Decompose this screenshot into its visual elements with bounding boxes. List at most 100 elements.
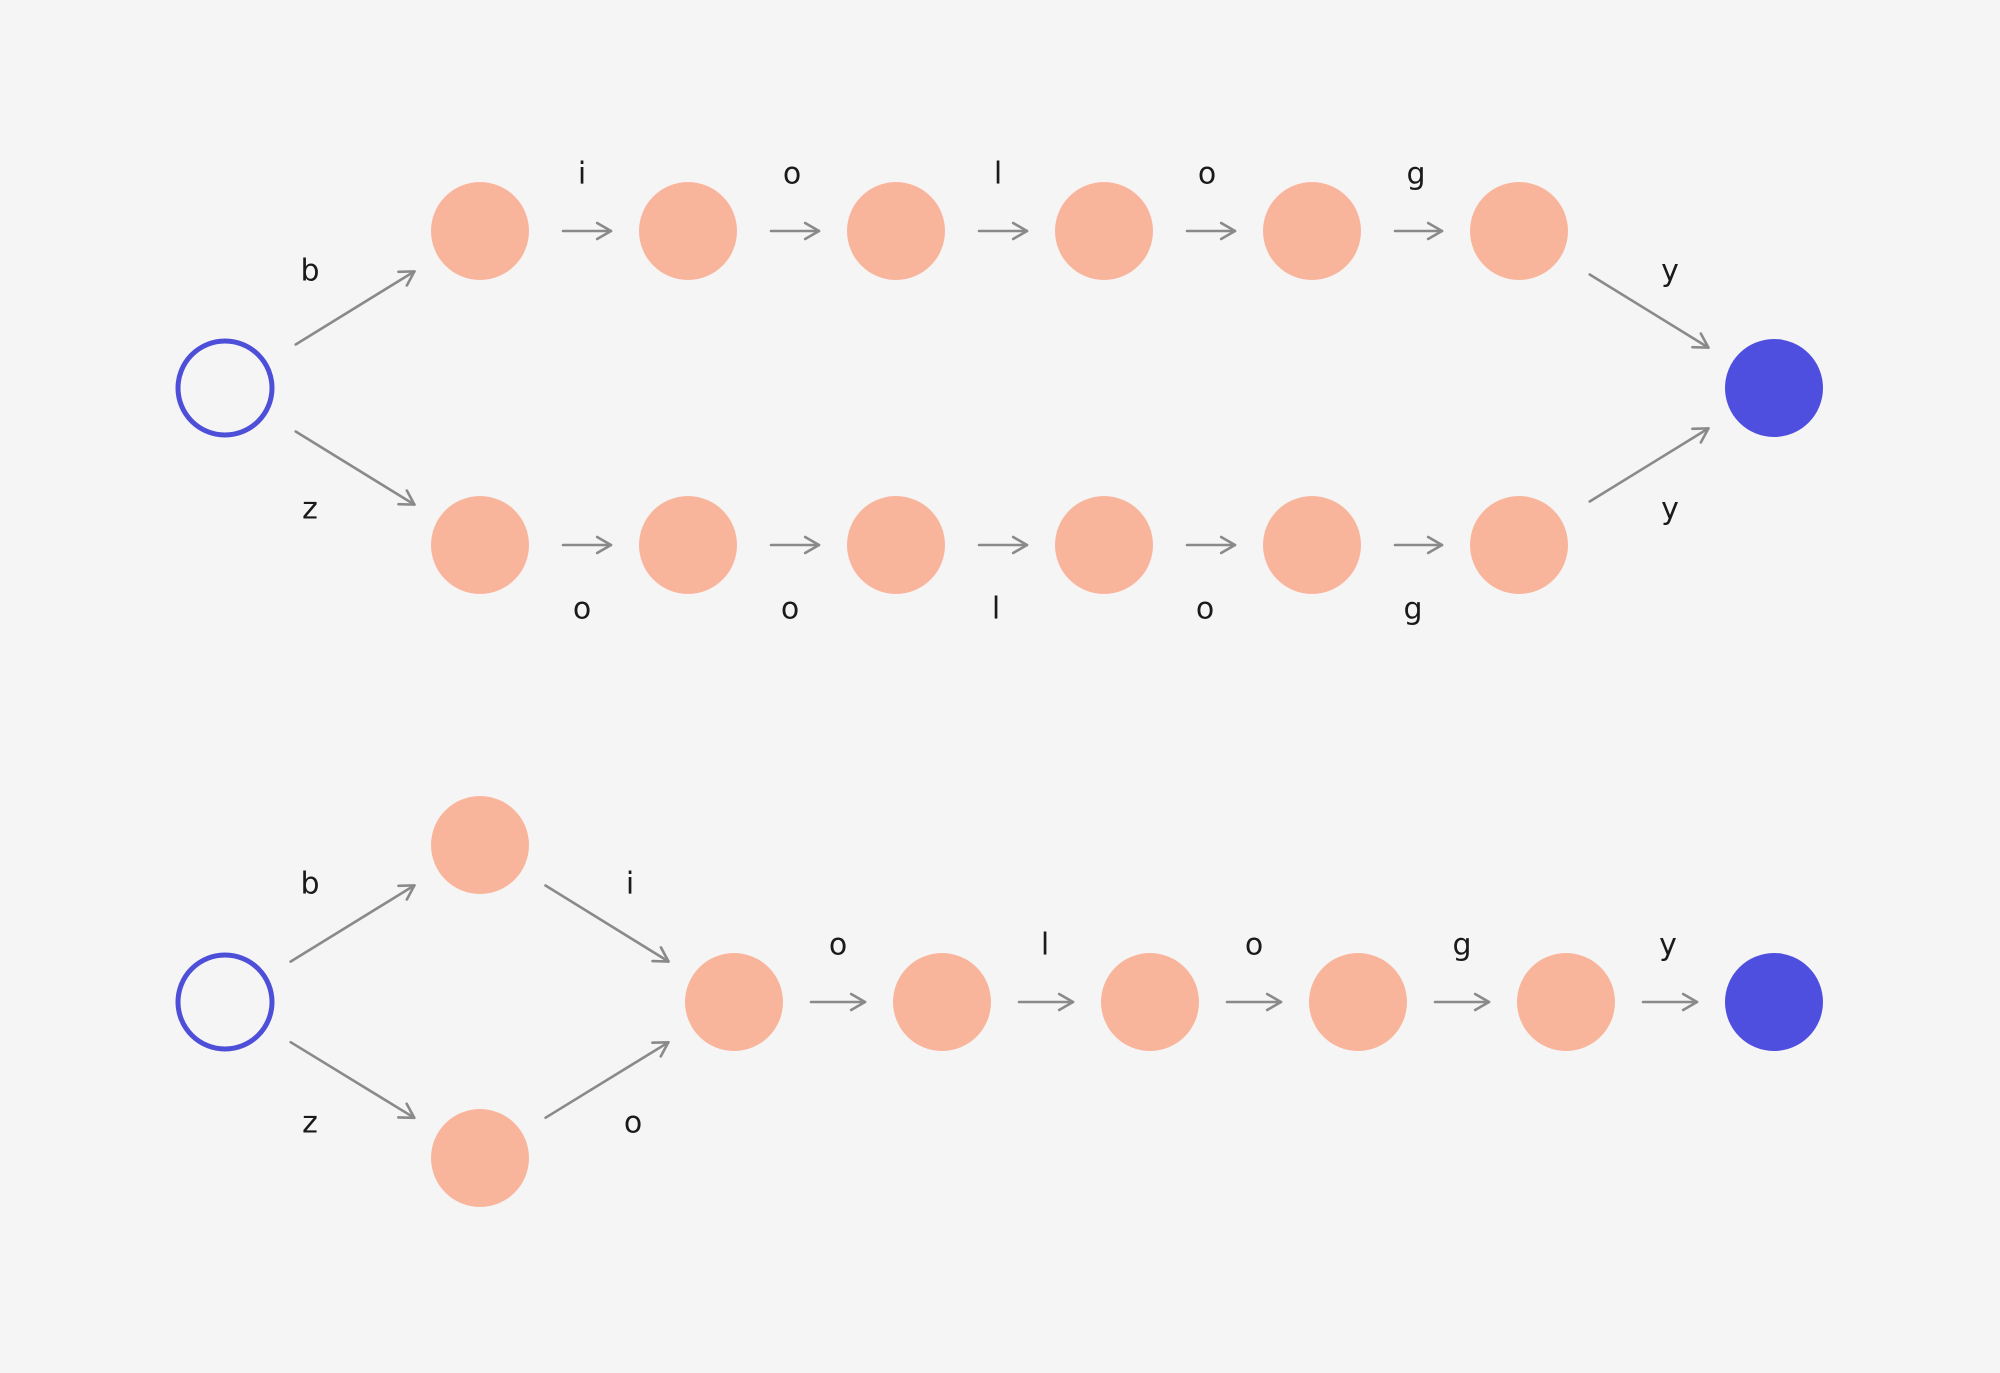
- state-node: [1055, 496, 1153, 594]
- transition-label: y: [1661, 492, 1679, 527]
- transition-arrow: [294, 270, 416, 346]
- transition-label: g: [1406, 157, 1425, 192]
- transition-label: y: [1661, 254, 1679, 289]
- transition-label: i: [578, 157, 586, 192]
- transition-label: l: [994, 157, 1002, 192]
- start-state: [175, 338, 275, 438]
- arrowhead-icon: [397, 489, 416, 506]
- transition-arrow: [977, 221, 1029, 241]
- transition-label: o: [573, 592, 591, 627]
- transition-label: o: [781, 592, 799, 627]
- transition-label: o: [783, 157, 801, 192]
- transition-line: [289, 884, 416, 963]
- state-node: [1517, 953, 1615, 1051]
- state-node: [847, 496, 945, 594]
- arrowhead-icon: [1219, 221, 1237, 241]
- transition-label: l: [992, 592, 1000, 627]
- arrowhead-icon: [1681, 992, 1699, 1012]
- transition-arrow: [294, 430, 416, 506]
- state-node: [639, 182, 737, 280]
- state-node: [847, 182, 945, 280]
- arrowhead-icon: [397, 270, 416, 287]
- transition-label: o: [1245, 928, 1263, 963]
- transition-label: o: [1196, 592, 1214, 627]
- arrowhead-icon: [397, 884, 416, 901]
- state-node: [431, 496, 529, 594]
- transitions-layer: [289, 221, 1710, 1120]
- arrowhead-icon: [595, 535, 613, 555]
- transition-label: y: [1659, 928, 1677, 963]
- arrowhead-icon: [1691, 332, 1710, 349]
- transition-arrow: [769, 221, 821, 241]
- start-state: [175, 952, 275, 1052]
- arrowhead-icon: [1691, 427, 1710, 444]
- transition-arrow: [1588, 427, 1710, 503]
- arrowhead-icon: [1426, 535, 1444, 555]
- transition-label: b: [300, 254, 319, 289]
- transition-line: [289, 1040, 416, 1120]
- transition-arrow: [1588, 273, 1710, 349]
- transition-arrow: [289, 1040, 416, 1120]
- transition-arrow: [1393, 535, 1444, 555]
- transition-arrow: [561, 535, 613, 555]
- transition-label: g: [1403, 592, 1422, 627]
- transition-label: z: [302, 492, 318, 527]
- transition-arrow: [1185, 535, 1237, 555]
- state-node: [639, 496, 737, 594]
- state-node: [1470, 496, 1568, 594]
- state-node: [1263, 496, 1361, 594]
- transition-label: z: [302, 1106, 318, 1141]
- arrowhead-icon: [595, 221, 613, 241]
- transition-line: [544, 884, 670, 963]
- state-node: [431, 796, 529, 894]
- arrowhead-icon: [1426, 221, 1444, 241]
- state-node: [1101, 953, 1199, 1051]
- states-layer: [175, 182, 1823, 1207]
- accept-state: [1725, 339, 1823, 437]
- transition-arrow: [1185, 221, 1237, 241]
- transition-arrow: [1017, 992, 1075, 1012]
- arrowhead-icon: [1473, 992, 1491, 1012]
- transition-line: [294, 270, 416, 346]
- transition-line: [544, 1040, 670, 1120]
- arrowhead-icon: [397, 1102, 416, 1120]
- transition-label: o: [1198, 157, 1216, 192]
- state-node: [431, 182, 529, 280]
- transition-arrow: [1393, 221, 1444, 241]
- transition-label: o: [624, 1106, 642, 1141]
- transition-label: b: [300, 867, 319, 902]
- state-node: [1263, 182, 1361, 280]
- arrowhead-icon: [803, 221, 821, 241]
- state-node: [685, 953, 783, 1051]
- transition-arrow: [1225, 992, 1283, 1012]
- state-node: [1055, 182, 1153, 280]
- arrowhead-icon: [1011, 535, 1029, 555]
- state-node: [431, 1109, 529, 1207]
- transition-arrow: [769, 535, 821, 555]
- transition-arrow: [289, 884, 416, 963]
- transition-arrow: [1433, 992, 1491, 1012]
- transition-label: l: [1041, 928, 1049, 963]
- arrowhead-icon: [1057, 992, 1075, 1012]
- arrowhead-icon: [803, 535, 821, 555]
- arrowhead-icon: [651, 946, 670, 963]
- transition-arrow: [809, 992, 867, 1012]
- accept-state: [1725, 953, 1823, 1051]
- transition-arrow: [977, 535, 1029, 555]
- transition-line: [1588, 273, 1710, 349]
- state-node: [1470, 182, 1568, 280]
- transition-arrow: [544, 884, 670, 963]
- transition-label: g: [1452, 928, 1471, 963]
- arrowhead-icon: [651, 1041, 670, 1058]
- state-node: [893, 953, 991, 1051]
- transition-arrow: [1641, 992, 1699, 1012]
- arrowhead-icon: [1265, 992, 1283, 1012]
- arrowhead-icon: [849, 992, 867, 1012]
- state-node: [1309, 953, 1407, 1051]
- transition-label: o: [829, 928, 847, 963]
- transition-line: [294, 430, 416, 506]
- arrowhead-icon: [1011, 221, 1029, 241]
- transition-arrow: [561, 221, 613, 241]
